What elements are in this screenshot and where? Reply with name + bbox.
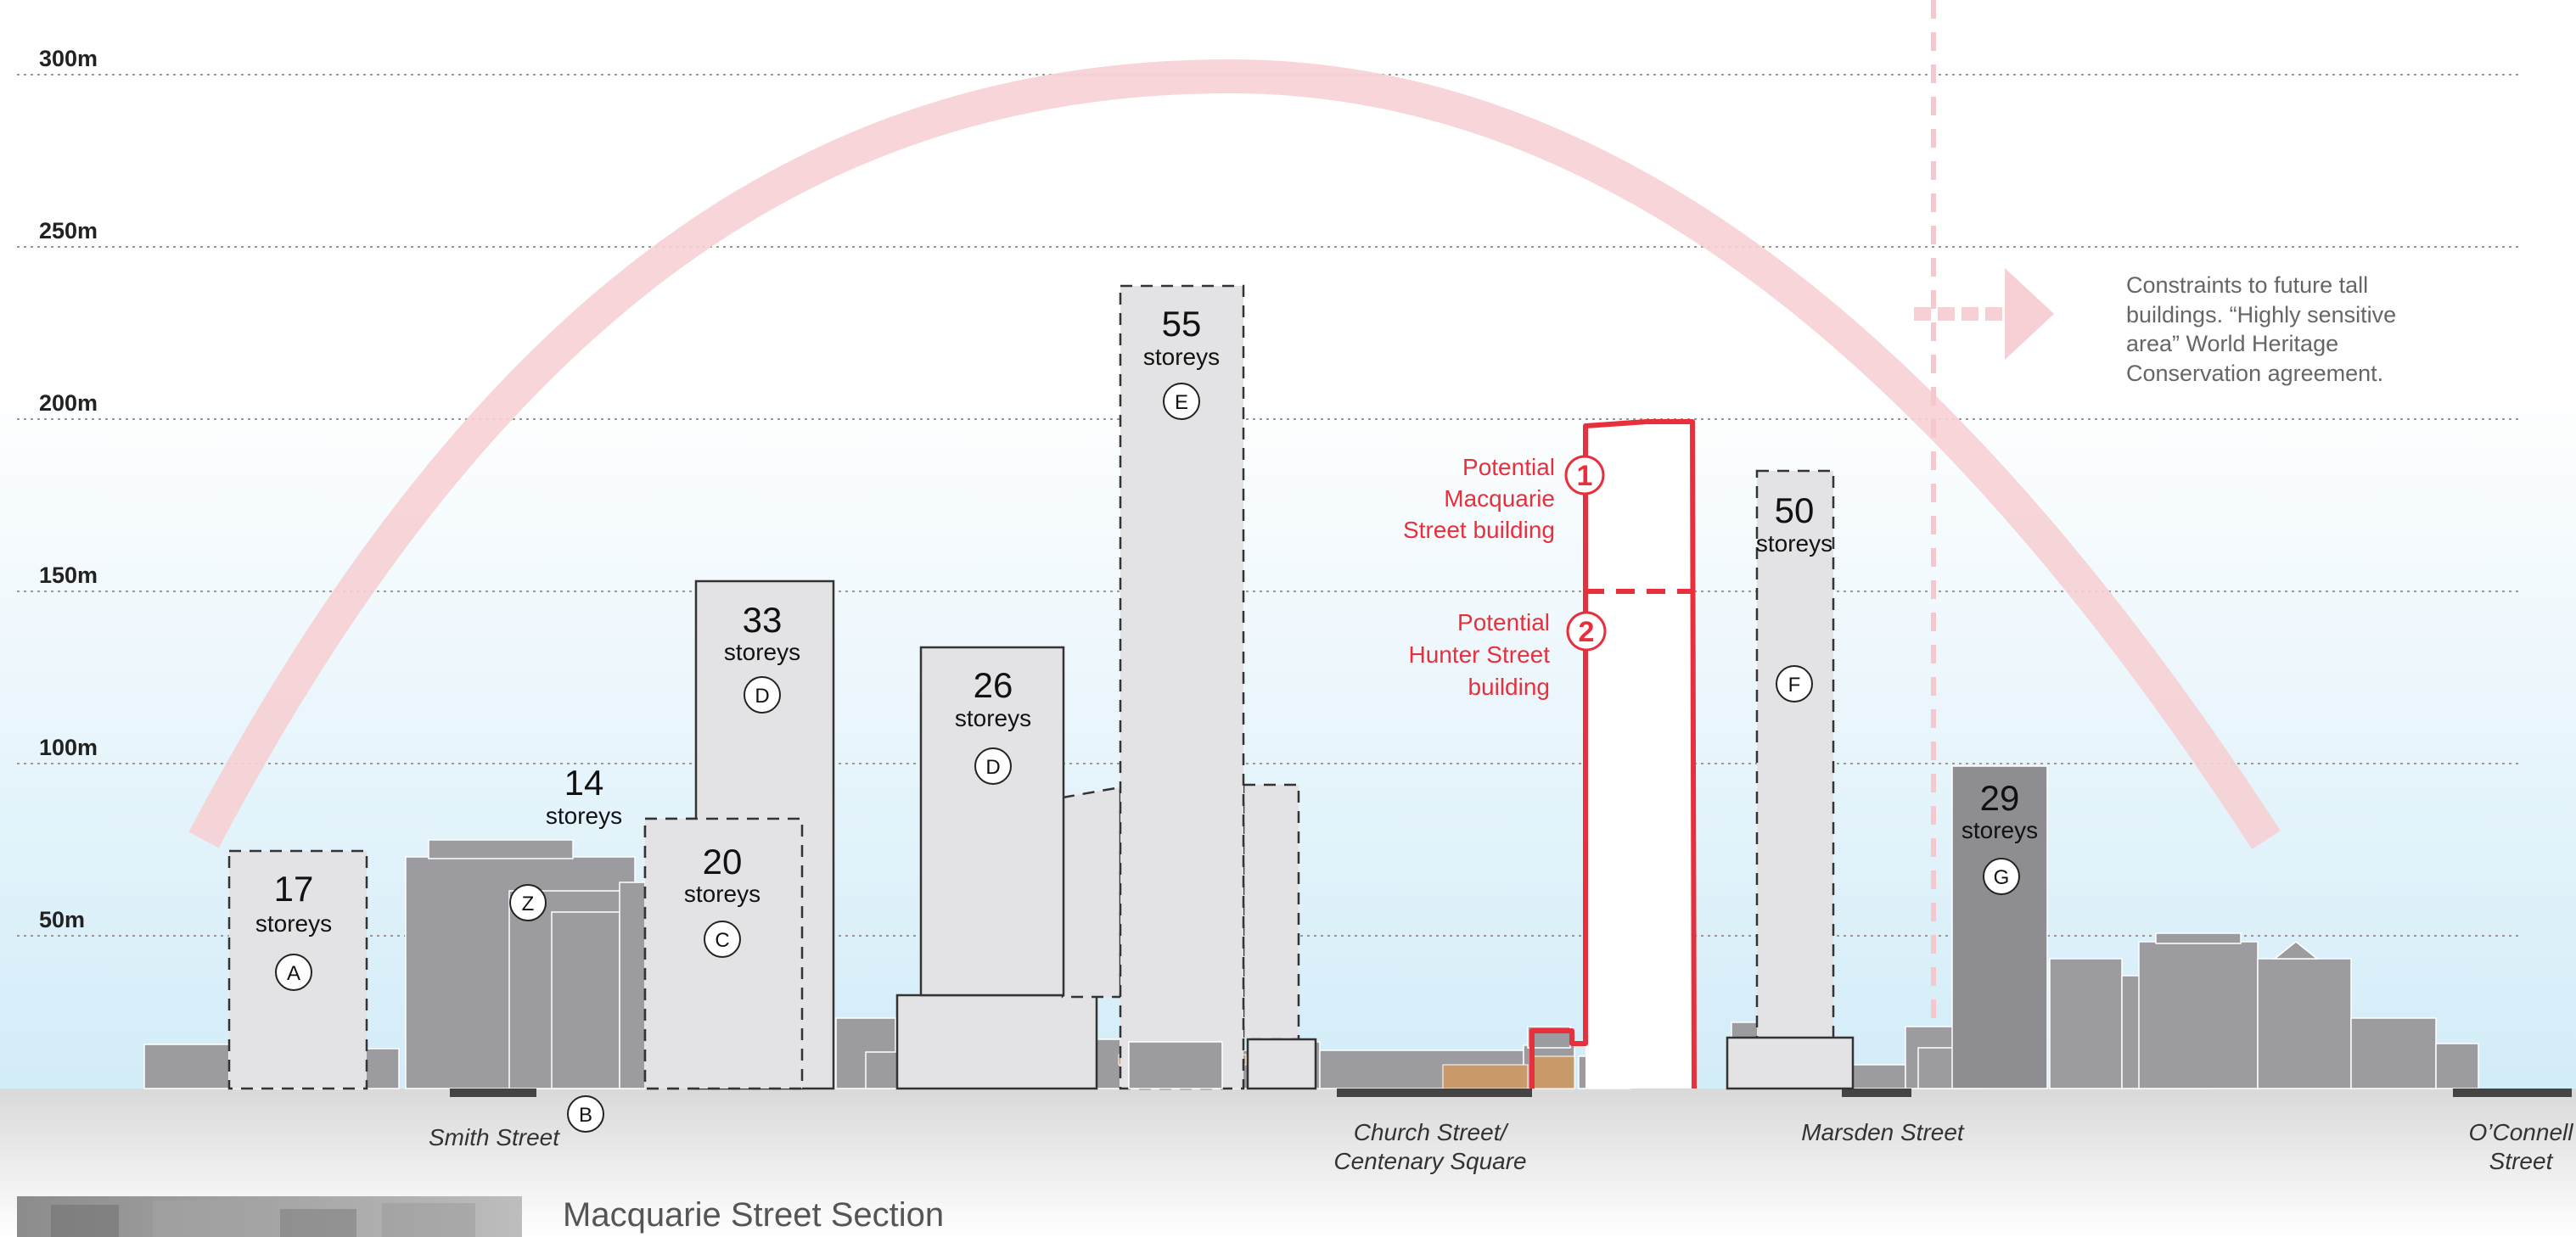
bldg-17-storeys: 17	[274, 869, 314, 909]
bldg-55-marker: E	[1175, 391, 1188, 414]
y-tick-200: 200m	[39, 390, 98, 416]
street-smith: Smith Street	[429, 1124, 560, 1150]
street-church-line1: Church Street/	[1354, 1119, 1510, 1145]
y-tick-100: 100m	[39, 735, 98, 760]
y-tick-300: 300m	[39, 46, 98, 71]
storey-labels: 17 storeys A 14 storeys Z 20 storeys C 3…	[255, 304, 2038, 1133]
bldg-17-marker: A	[287, 962, 300, 985]
hunter-label-line3: building	[1468, 674, 1550, 700]
bldg-55-adjunct-base	[1246, 1038, 1317, 1090]
street-marsden: Marsden Street	[1801, 1119, 1965, 1145]
bldg-29-marker-circle	[1983, 858, 2020, 895]
hunter-number: 2	[1579, 616, 1595, 648]
constraint-note-line4: Conservation agreement.	[2126, 361, 2383, 386]
marker-b: B	[579, 1104, 592, 1127]
locator-map-texture	[51, 1201, 475, 1237]
street-markers	[450, 1089, 2572, 1097]
bldg-50-marker-circle	[1776, 665, 1813, 702]
bldg-26-marker-circle	[974, 747, 1012, 785]
bldg-29-storeys: 29	[1980, 778, 2020, 818]
bldg-55-adjunct-right	[1242, 783, 1300, 1041]
bldg-50-marker: F	[1788, 674, 1801, 697]
constraint-note: Constraints to future tall buildings. “H…	[2126, 272, 2396, 386]
heritage-arc	[188, 59, 2281, 849]
bldg-14-marker: Z	[522, 893, 535, 915]
bldg-50-unit: storeys	[1756, 530, 1832, 557]
proposed-tower-outline	[1529, 419, 1697, 1089]
bldg-29-outline	[1951, 765, 2048, 1089]
y-tick-150: 150m	[39, 563, 98, 588]
hunter-label-line1: Potential	[1457, 609, 1550, 635]
macquarie-number-circle	[1564, 455, 1605, 495]
bldg-17-unit: storeys	[255, 910, 332, 937]
bldg-26-storeys: 26	[974, 665, 1013, 705]
bldg-17-marker-circle	[275, 954, 312, 991]
street-oconnell-line2: Street	[2489, 1148, 2554, 1174]
bldg-55-storeys: 55	[1162, 304, 1202, 344]
macquarie-number: 1	[1577, 460, 1593, 492]
context-buildings	[143, 839, 2479, 1089]
bldg-50-base	[1726, 1036, 1855, 1090]
street-church-line2: Centenary Square	[1333, 1148, 1526, 1174]
hunter-label-line2: Hunter Street	[1408, 641, 1550, 668]
bldg-29-unit: storeys	[1961, 817, 2038, 843]
bldg-20-marker: C	[715, 929, 729, 952]
bldg-29-marker: G	[1994, 866, 2010, 889]
bldg-55-base-shops	[1128, 1041, 1223, 1089]
bldg-14-unit: storeys	[546, 803, 622, 829]
bldg-55-unit: storeys	[1143, 344, 1220, 370]
bldg-55-adjunct-left	[1061, 786, 1122, 999]
street-labels: Smith Street Church Street/ Centenary Sq…	[429, 1119, 2573, 1174]
proposed-tower	[1529, 419, 1697, 1089]
bldg-33-marker: D	[755, 685, 769, 708]
bldg-50-storeys: 50	[1775, 490, 1815, 530]
marker-b-circle	[567, 1095, 604, 1133]
bldg-33-storeys: 33	[743, 600, 783, 640]
bldg-20-marker-circle	[704, 921, 741, 958]
constraint-note-line3: area” World Heritage	[2126, 331, 2338, 356]
macquarie-label-line2: Macquarie	[1444, 485, 1555, 512]
y-tick-250: 250m	[39, 218, 98, 243]
bldg-14-marker-circle	[509, 884, 547, 921]
macquarie-label-line1: Potential	[1462, 454, 1555, 480]
bldg-33-unit: storeys	[724, 639, 800, 665]
proposed-tower-body	[1585, 422, 1694, 1089]
constraint-arrow	[1914, 268, 2054, 360]
macquarie-label-line3: Street building	[1403, 517, 1555, 543]
constraint-note-line2: buildings. “Highly sensitive	[2126, 302, 2396, 327]
bldg-26-marker: D	[985, 756, 1000, 779]
street-oconnell-line1: O’Connell	[2469, 1119, 2574, 1145]
bldg-20-unit: storeys	[684, 881, 760, 907]
section-title: Macquarie Street Section	[563, 1196, 944, 1234]
bldg-20-storeys: 20	[703, 842, 743, 882]
hunter-number-circle	[1566, 611, 1607, 652]
podium-26	[895, 994, 1098, 1090]
bldg-55-marker-circle	[1163, 383, 1200, 420]
y-tick-50: 50m	[39, 907, 85, 932]
bldg-26-outline	[919, 646, 1065, 997]
bldg-26-unit: storeys	[955, 705, 1031, 731]
bldg-14-storeys: 14	[564, 763, 604, 803]
constraint-note-line1: Constraints to future tall	[2126, 272, 2368, 298]
proposal-labels: Potential Macquarie Street building 1 Po…	[1403, 454, 1607, 700]
bldg-33-marker-circle	[744, 676, 781, 714]
